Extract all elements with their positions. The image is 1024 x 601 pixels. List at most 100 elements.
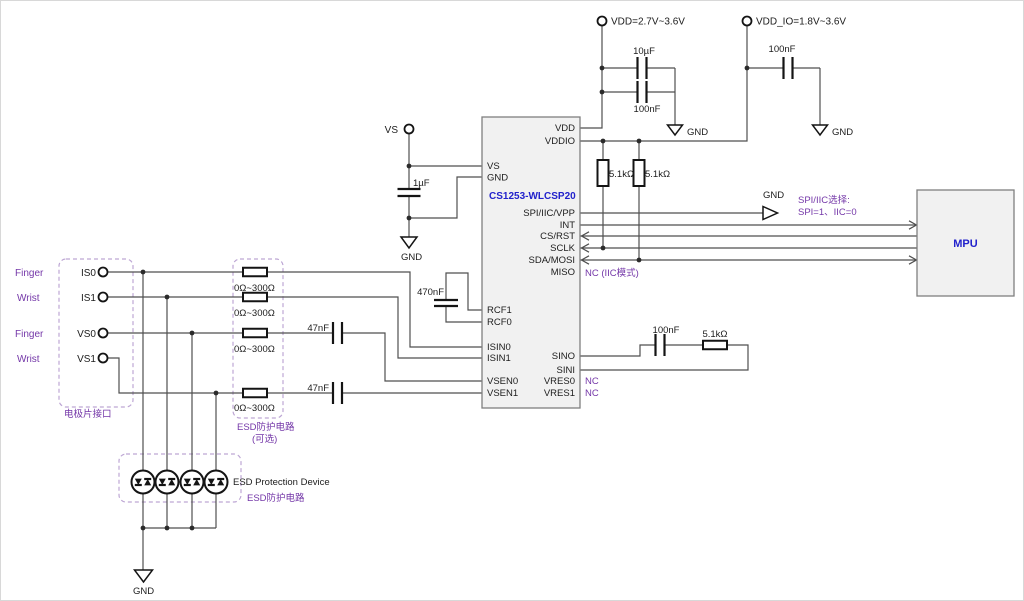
pin-miso: MISO [551,267,575,278]
pin-int: INT [560,220,576,231]
input-type-finger2: Finger [15,329,44,340]
series-r2-label: 0Ω~300Ω [234,308,275,319]
pullup1-label: 5.1kΩ [609,169,634,180]
input-type-wrist2: Wrist [17,354,40,365]
cap-100nf-vdd-label: 100nF [634,104,661,115]
tvs-diode-4-icon [203,469,229,495]
pin-isin0: ISIN0 [487,342,511,353]
resistor-pullup1-icon [596,159,610,187]
electrode-interface-box [58,258,134,408]
gnd-label-esd: GND [133,586,154,597]
gnd-label-vdd: GND [687,127,708,138]
cap-470nf-label: 470nF [417,287,444,298]
pin-vres0: VRES0 [544,376,575,387]
wire-sino [580,344,656,357]
wire-rcf1 [445,272,482,311]
tvs-diode-3-icon [179,469,205,495]
cap-1uf-label: 1µF [413,178,430,189]
terminal-is1 [97,291,109,303]
gnd-symbol-vddio-icon [811,124,829,137]
arrow-csrst-to-chip [580,231,590,241]
terminal-vdd [596,15,608,27]
pin-sda-mosi: SDA/MOSI [529,255,575,266]
wire-vddio-rail [580,25,748,142]
pullup2-label: 5.1kΩ [645,169,670,180]
pin-vsen0: VSEN0 [487,376,518,387]
resistor-series4-icon [242,387,268,399]
series-r3-label: 0Ω~300Ω [234,344,275,355]
input-type-wrist1: Wrist [17,293,40,304]
electrode-box-label: 电极片接口 [64,408,112,420]
pin-sini: SINI [557,365,575,376]
resistor-series3-icon [242,327,268,339]
terminal-is0 [97,266,109,278]
gnd-label-vddio: GND [832,127,853,138]
pin-vs: VS [487,161,500,172]
cap-47nf-2-label: 47nF [307,383,329,394]
arrow-sda-to-chip [580,255,590,265]
port-vs0-label: VS0 [77,329,96,340]
vs-terminal-label: VS [385,125,399,136]
pin-gnd: GND [487,173,508,184]
vddio-rail-label: VDD_IO=1.8V~3.6V [756,17,846,28]
wire-is0-isin0 [267,271,482,348]
resistor-series2-icon [242,291,268,303]
nc-miso-label: NC (IIC模式) [585,267,639,279]
esd-device-box [118,453,242,503]
wire-vs0-vsen0 [342,332,482,382]
pin-vsen1: VSEN1 [487,388,518,399]
wire-sini [580,344,749,371]
gnd-flag-icon [762,205,780,221]
wire-rcf0 [445,306,482,323]
mpu-block [916,189,1015,297]
gnd-symbol-vdd-icon [666,124,684,137]
series-r4-label: 0Ω~300Ω [234,403,275,414]
arrow-sclk-to-chip [580,243,590,253]
pin-vddio: VDDIO [545,136,575,147]
mpu-label: MPU [953,238,978,250]
pin-rcf1: RCF1 [487,305,512,316]
esd-series-resistor-box [232,258,284,419]
terminal-vddio [741,15,753,27]
resistor-sin-icon [702,339,728,351]
series-box-label: ESD防护电路 [237,421,295,433]
spi-select-line2: SPI=1、IIC=0 [798,207,857,218]
nc-vres1-label: NC [585,388,599,399]
vdd-rail-label: VDD=2.7V~3.6V [611,17,685,28]
pin-vres1: VRES1 [544,388,575,399]
pin-rcf0: RCF0 [487,317,512,328]
wire-vdd-rail [580,25,603,129]
pin-sino: SINO [552,351,575,362]
port-is0-label: IS0 [81,268,96,279]
esd-device-label-cn: ESD防护电路 [247,492,305,504]
series-box-optional: (可选) [252,433,277,445]
cap-100nf-vddio-label: 100nF [769,44,796,55]
gnd-label-flag: GND [763,190,784,201]
cap-10uf-label: 10µF [633,46,655,57]
pin-cs-rst: CS/RST [540,231,575,242]
resistor-pullup2-icon [632,159,646,187]
wire-is1-isin1 [267,296,482,359]
pin-sclk: SCLK [550,243,575,254]
terminal-vs0 [97,327,109,339]
series-r1-label: 0Ω~300Ω [234,283,275,294]
pin-isin1: ISIN1 [487,353,511,364]
junction-dots [140,65,750,531]
esd-device-label-en: ESD Protection Device [233,477,330,488]
terminal-vs1 [97,352,109,364]
gnd-symbol-esd-icon [133,569,154,584]
wire-vs1-left [107,357,243,394]
gnd-symbol-vs-icon [399,236,419,250]
resistor-series1-icon [242,266,268,278]
resistor-sin-label: 5.1kΩ [702,329,727,340]
chip-name: CS1253-WLCSP20 [489,191,576,202]
port-is1-label: IS1 [81,293,96,304]
input-type-finger1: Finger [15,268,44,279]
spi-select-line1: SPI/IIC选择: [798,194,850,206]
pin-vdd: VDD [555,123,575,134]
cap-100nf-sin-label: 100nF [653,325,680,336]
terminal-vs [403,123,415,135]
pin-spi-iic-vpp: SPI/IIC/VPP [523,208,575,219]
